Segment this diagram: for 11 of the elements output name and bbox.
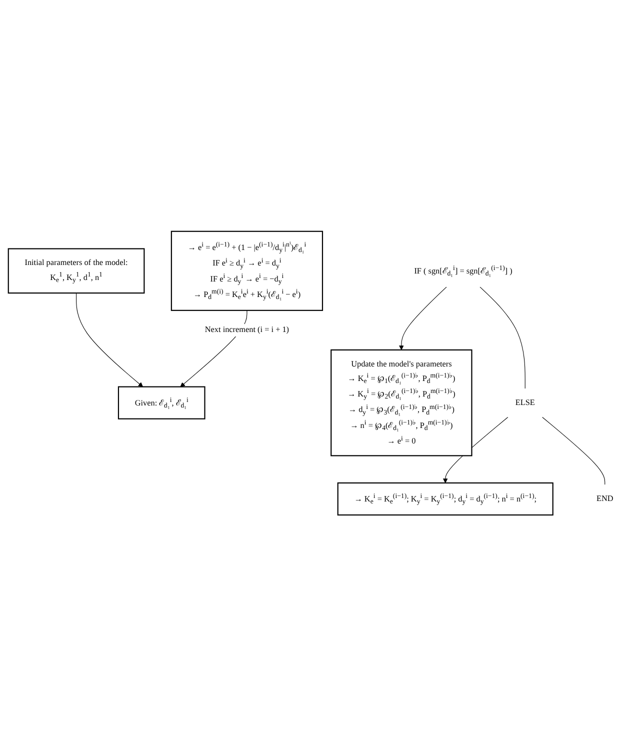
- arrow: [399, 286, 447, 350]
- connector: [480, 286, 526, 389]
- edge-label: Next increment (i = i + 1): [204, 325, 290, 334]
- node-box: Initial parameters of the model: K$_{e}$$^{1}$, K$_{y}$$^{1}$, d$^{1}$, n$^{1}$: [8, 248, 145, 294]
- node-text: ELSE: [515, 398, 535, 407]
- connector: [542, 416, 606, 485]
- node-text: IF ( sgn[ℰ̇$_{d₁}$$^{i}$] = sgn[ℰ̇$_{d₁}$$^{(i−1)}$] ): [414, 264, 512, 278]
- node-box: Update the model's parameters → K$_{e}$$^{i}$ = ℘$_{1}$(ℰ$_{d₁}$$^{(i−1)♭}$, P$_{d}$$^{m(i−1)♭}$) → K$_{y}$$^{i}$ = ℘$_{2}$(ℰ$_{d₁}$$^{(i−1)♭}$, P$_{d}$$^{m(i−1)♭}$) → d$_{y}$$^{i}$ = ℘$_{3}$(ℰ$_{d₁}$$^{(i−1)♭}$, P$_{d}$$^{m(i−1)♭}$) → n$^{i}$ = ℘$_{4}$(ℰ$_{d₁}$$^{(i−1)♭}$, P$_{d}$$^{m(i−1)♭}$) → e$^{i}$ = 0: [330, 349, 472, 456]
- arrow: [76, 292, 144, 387]
- node-text: END: [596, 494, 614, 504]
- node-box: → K$_{e}$$^{i}$ = K$_{e}$$^{(i−1)}$; K$_{y}$$^{i}$ = K$_{y}$$^{(i−1)}$; d$_{y}$$^{i}$ = d$_{y}$$^{(i−1)}$; n$^{i}$ = n$^{(i−1)}$;: [337, 482, 554, 516]
